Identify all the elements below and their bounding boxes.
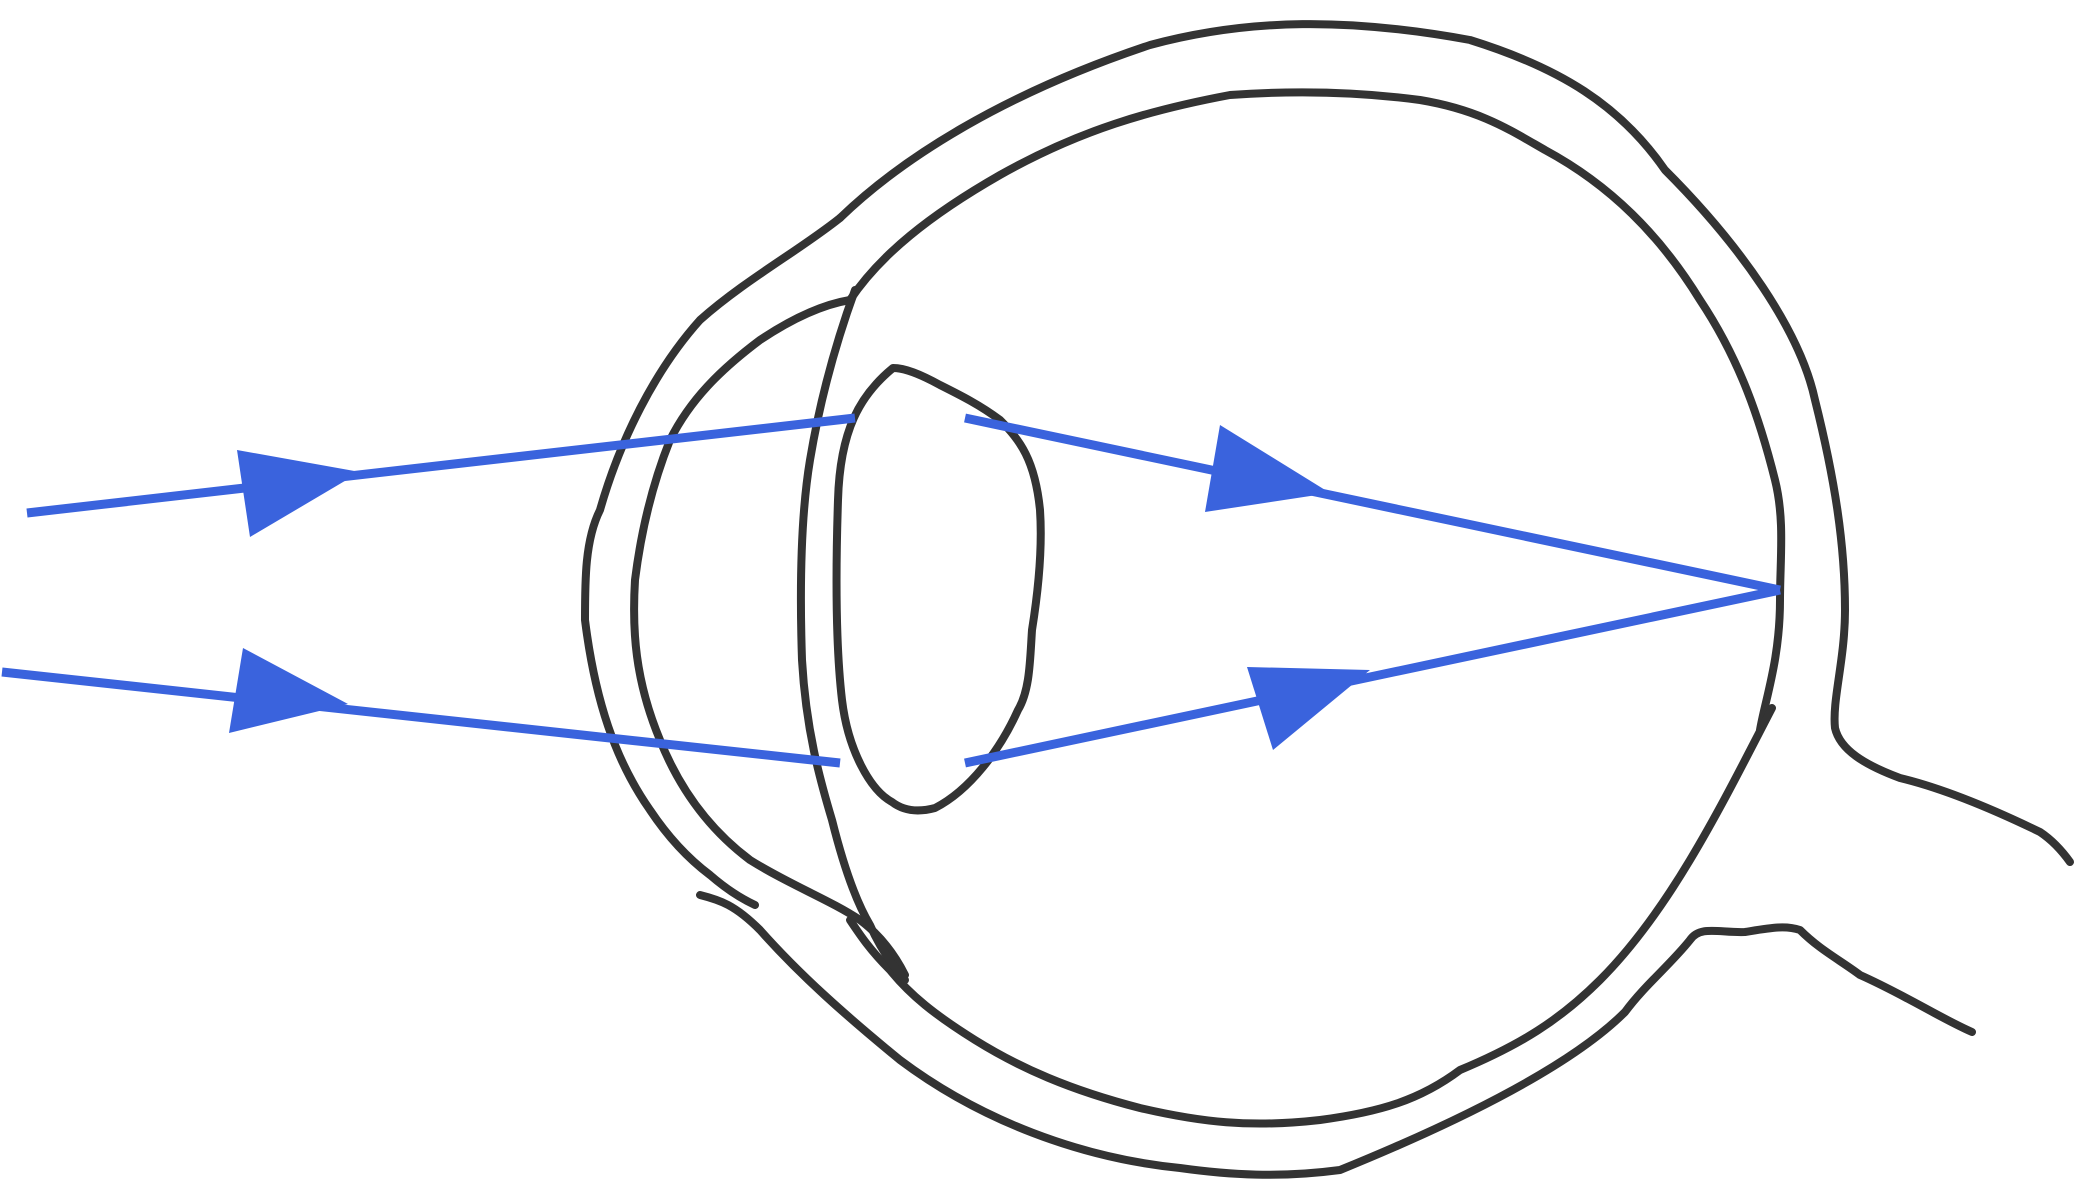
retina-outline-lower: [846, 704, 1776, 1128]
upper-ray-arrowhead-right: [1205, 425, 1330, 512]
lower-ray-incoming: [1, 667, 841, 768]
upper-ray-refracted: [964, 413, 1781, 595]
sclera-outline-lower: [696, 891, 1976, 1179]
lower-ray-arrowhead-right: [1247, 667, 1370, 750]
upper-ray-incoming: [26, 413, 856, 518]
cornea-outer: [581, 214, 844, 909]
cornea-inner: [630, 296, 909, 979]
lower-ray-arrowhead-left: [229, 648, 348, 733]
lens-outline: [832, 364, 1045, 815]
lower-ray-refracted: [964, 585, 1781, 768]
upper-ray-arrowhead-left: [237, 450, 360, 537]
iris-edge: [796, 286, 909, 984]
choroid-outline: [846, 88, 1786, 734]
sclera-outline: [836, 20, 2074, 866]
